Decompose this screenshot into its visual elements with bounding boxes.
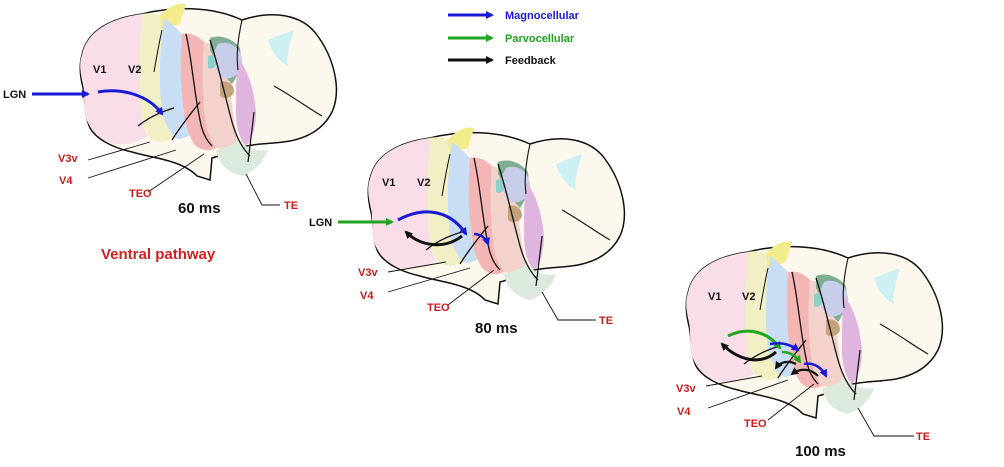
feedback-arrow: [790, 367, 819, 377]
time-label: 60 ms: [178, 200, 221, 217]
legend-label-magnocellular: Magnocellular: [505, 10, 580, 22]
area-label-teo: TEO: [744, 418, 767, 430]
area-label-v1: V1: [93, 64, 106, 76]
feedback-arrow: [404, 230, 463, 247]
area-label-v1: V1: [382, 177, 395, 189]
diagram-title: Ventral pathway: [101, 246, 216, 263]
legend-item-parvocellular: Parvocellular: [448, 33, 575, 45]
panel-100ms: V1 V2 V3v V4 TEO TE 100 ms: [676, 240, 944, 460]
area-label-te: TE: [916, 431, 930, 443]
magnocellular-arrow: [803, 362, 828, 378]
area-label-v4: V4: [59, 175, 73, 187]
area-label-teo: TEO: [427, 302, 450, 314]
legend-item-magnocellular: Magnocellular: [448, 10, 580, 22]
area-label-v3v: V3v: [676, 383, 696, 395]
magnocellular-arrow: [397, 210, 468, 236]
area-label-v2: V2: [417, 177, 430, 189]
legend-label-parvocellular: Parvocellular: [505, 33, 575, 45]
area-label-te: TE: [599, 315, 613, 327]
area-label-teo: TEO: [129, 188, 152, 200]
brain-illustration: [685, 240, 944, 419]
magnocellular-arrow: [97, 89, 164, 116]
area-label-te: TE: [284, 200, 298, 212]
legend: Magnocellular Parvocellular Feedback: [448, 10, 580, 67]
magnocellular-arrow: [473, 232, 490, 246]
area-label-v1: V1: [708, 291, 721, 303]
area-label-v4: V4: [360, 290, 374, 302]
time-label: 80 ms: [475, 320, 518, 337]
area-label-lgn: LGN: [309, 217, 332, 229]
area-label-v2: V2: [742, 291, 755, 303]
area-label-v3v: V3v: [358, 267, 378, 279]
panel-60ms: V1 V2 LGN V3v V4 TEO TE 60 ms: [3, 2, 338, 217]
feedback-arrow: [774, 360, 797, 370]
parvocellular-arrow: [781, 350, 802, 364]
feedback-arrow: [720, 342, 777, 362]
area-label-lgn: LGN: [3, 89, 26, 101]
area-label-v4: V4: [677, 406, 691, 418]
legend-item-feedback: Feedback: [448, 55, 557, 67]
area-label-v2: V2: [128, 64, 141, 76]
magnocellular-arrow: [769, 342, 800, 352]
panel-80ms: V1 V2 LGN V3v V4 TEO TE 80 ms: [309, 126, 626, 337]
area-label-v3v: V3v: [58, 153, 78, 165]
time-label: 100 ms: [795, 443, 846, 460]
legend-label-feedback: Feedback: [505, 55, 557, 67]
